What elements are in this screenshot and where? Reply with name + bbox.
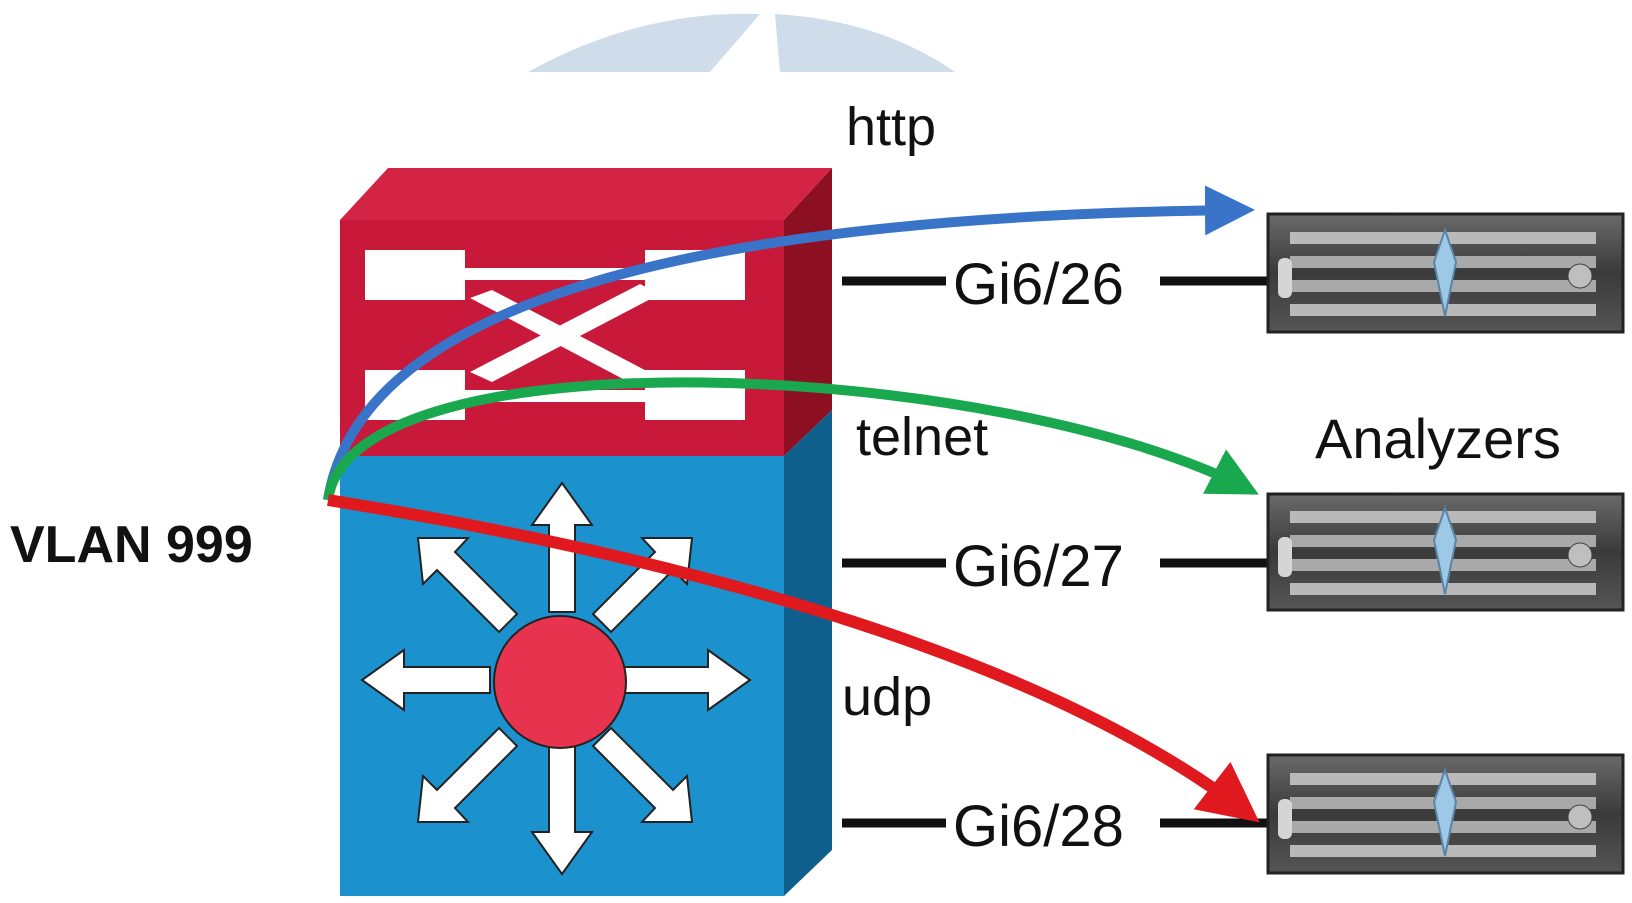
multilayer-switch-icon [340, 168, 832, 896]
port-label-gi6-27: Gi6/27 [953, 534, 1124, 599]
protocol-label-udp: udp [842, 667, 932, 727]
rack-server-icon [1266, 212, 1625, 334]
hub-circle-icon [493, 615, 627, 749]
analyzer-server-3 [1266, 753, 1625, 875]
analyzer-server-2 [1266, 492, 1625, 612]
analyzer-server-1 [1266, 212, 1625, 334]
http-flow-arrow [323, 185, 1255, 501]
rack-server-icon [1266, 753, 1625, 875]
port-links [842, 276, 1270, 828]
port-label-gi6-26: Gi6/26 [953, 252, 1124, 317]
protocol-label-http: http [846, 97, 936, 157]
protocol-label-telnet: telnet [856, 407, 988, 467]
vlan-label: VLAN 999 [10, 516, 253, 574]
switch-crossing-arrows-icon [365, 250, 745, 420]
watermark-logo [528, 13, 955, 72]
udp-flow-arrow [327, 494, 1260, 823]
rack-server-icon [1266, 492, 1625, 612]
telnet-flow-arrow [323, 377, 1259, 501]
router-directional-arrows-icon [360, 481, 752, 876]
port-label-gi6-28: Gi6/28 [953, 794, 1124, 859]
analyzers-label: Analyzers [1315, 407, 1561, 470]
